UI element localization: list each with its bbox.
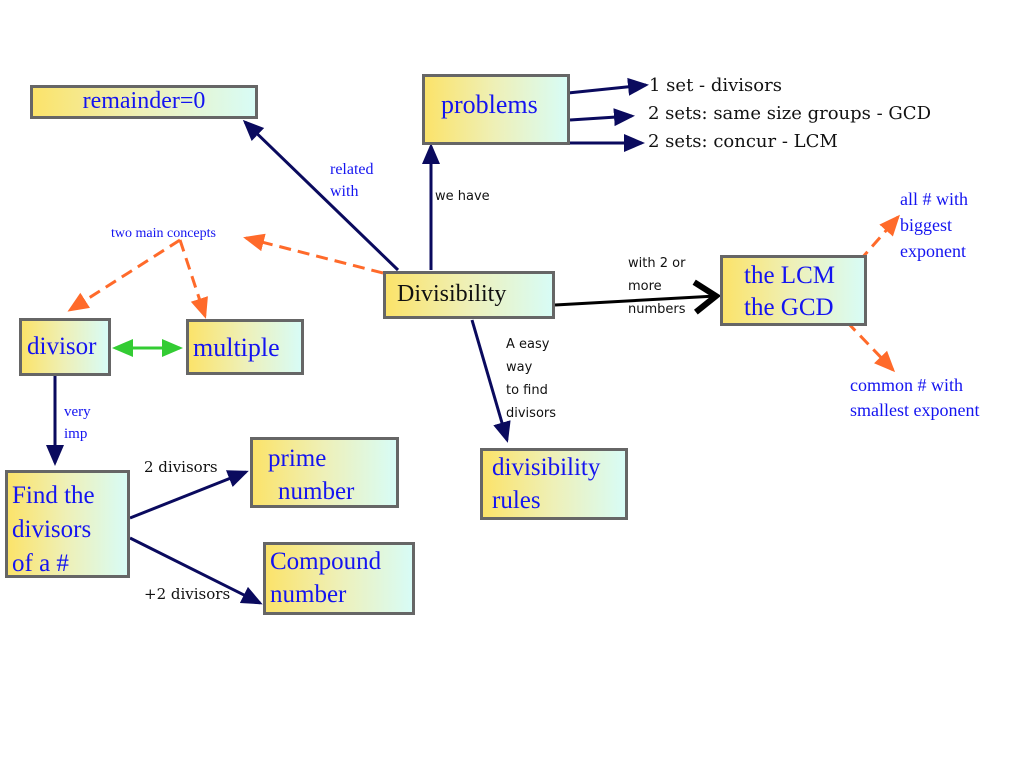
- arrow-compound: [129, 536, 263, 605]
- node-label: number: [278, 478, 355, 505]
- node-label: rules: [492, 487, 541, 514]
- arrow-smallest: [845, 320, 896, 373]
- node-label: divisibility: [492, 454, 601, 481]
- node-divisibility[interactable]: Divisibility: [383, 271, 555, 319]
- link-label-two-main-concepts: two main concepts: [111, 226, 216, 241]
- note-biggest-exponent: all # with biggest exponent: [900, 189, 968, 261]
- node-label: number: [270, 581, 347, 608]
- node-label: prime: [268, 445, 327, 472]
- arrow-two-main-concepts: [243, 233, 384, 275]
- arrow-to-divisor: [67, 238, 181, 312]
- link-label-very-imp: very imp: [64, 404, 91, 442]
- node-label: divisors: [12, 516, 92, 543]
- node-label: Divisibility: [397, 281, 507, 307]
- node-find-divisors[interactable]: Find the divisors of a #: [5, 470, 130, 578]
- node-problems[interactable]: problems: [422, 74, 570, 145]
- node-divisibility-rules[interactable]: divisibility rules: [480, 448, 628, 520]
- node-label: remainder=0: [82, 88, 206, 114]
- arrow-problem-1: [567, 77, 649, 96]
- node-remainder[interactable]: remainder=0: [30, 85, 258, 119]
- link-label-related-with: related with: [330, 161, 374, 200]
- arrow-prime: [129, 470, 249, 520]
- link-label-we-have: we have: [435, 189, 490, 204]
- node-divisor[interactable]: divisor: [19, 318, 111, 376]
- node-label: multiple: [193, 333, 280, 362]
- node-multiple[interactable]: multiple: [186, 319, 304, 375]
- node-label: the GCD: [744, 294, 834, 321]
- arrow-biggest: [845, 214, 900, 276]
- problem-item: 2 sets: same size groups - GCD: [648, 103, 932, 124]
- node-prime[interactable]: prime number: [250, 437, 399, 508]
- node-label: Find the: [12, 482, 95, 509]
- link-label-easy-way: A easy way to find divisors: [506, 337, 557, 421]
- node-label: problems: [441, 90, 538, 119]
- arrow-to-multiple: [178, 239, 208, 319]
- arrow-easy-way: [470, 319, 511, 443]
- problem-item: 2 sets: concur - LCM: [648, 131, 838, 152]
- node-label: the LCM: [744, 262, 835, 289]
- arrow-related-with: [242, 119, 400, 272]
- note-smallest-exponent: common # with smallest exponent: [850, 375, 980, 420]
- arrow-with-2-or-more: [554, 279, 722, 315]
- link-label-with-2-or-more: with 2 or more numbers: [628, 256, 686, 317]
- arrow-problem-2: [569, 108, 635, 127]
- link-label-plus-2-divisors: +2 divisors: [144, 585, 231, 603]
- node-label: divisor: [27, 333, 97, 360]
- link-label-2-divisors: 2 divisors: [144, 458, 218, 476]
- problem-item: 1 set - divisors: [649, 75, 782, 96]
- node-label: of a #: [12, 550, 69, 577]
- node-lcm-gcd[interactable]: the LCM the GCD: [720, 255, 867, 326]
- node-compound[interactable]: Compound number: [263, 542, 415, 615]
- node-label: Compound: [270, 548, 382, 575]
